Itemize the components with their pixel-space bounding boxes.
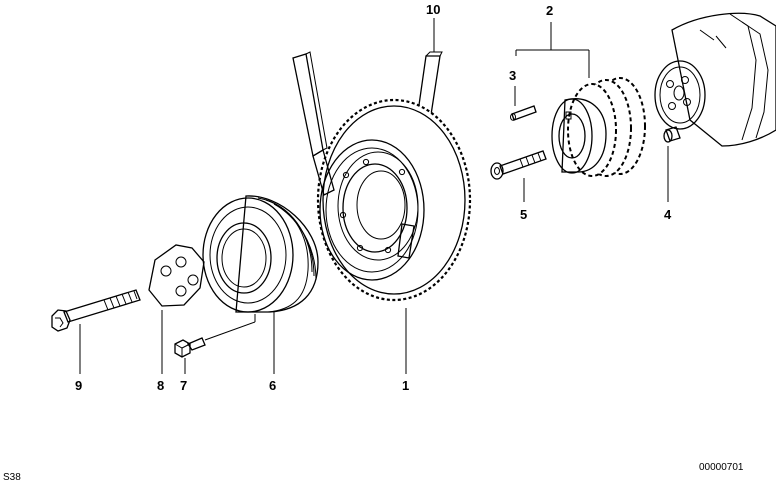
callout-5: 5 [520,207,527,222]
callout-4: 4 [664,207,672,222]
sheet-code: S38 [3,472,21,483]
callout-7: 7 [180,378,187,393]
crankshaft-end [654,12,776,147]
long-bolt [51,289,141,332]
vibration-damper-pulley [312,98,472,302]
callout-10: 10 [426,2,440,17]
callout-1: 1 [402,378,409,393]
callout-9: 9 [75,378,82,393]
hex-socket-bolt [490,150,547,180]
callout-8: 8 [157,378,164,393]
crankshaft-sprocket [551,77,646,177]
callout-labels: 10 2 3 5 4 1 6 7 8 9 [75,2,672,393]
callout-6: 6 [269,378,276,393]
dowel-pin [510,105,537,121]
belt-pulley [202,195,319,313]
callout-3: 3 [509,68,516,83]
callout-2: 2 [546,3,553,18]
small-bolt [174,337,206,358]
washer-plate [148,244,205,307]
diagram-number: 00000701 [699,462,744,473]
leader-lines [79,18,669,374]
